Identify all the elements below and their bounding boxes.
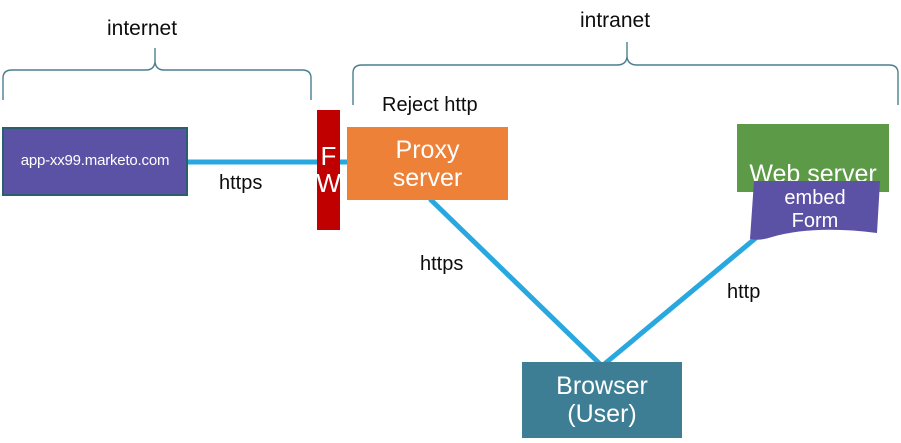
connector-webserver-browser bbox=[600, 235, 759, 368]
node-browser-line1: Browser bbox=[556, 372, 648, 400]
brace-internet bbox=[2, 61, 312, 100]
zone-label-internet: internet bbox=[107, 17, 178, 40]
zone-label-intranet: intranet bbox=[580, 9, 651, 32]
node-browser-line2: (User) bbox=[567, 400, 637, 428]
node-proxy-server[interactable]: Proxy server bbox=[347, 127, 508, 200]
node-embed-form-line1: embed bbox=[784, 187, 846, 209]
node-browser[interactable]: Browser (User) bbox=[522, 362, 682, 438]
node-embed-form[interactable]: embed Form bbox=[750, 181, 880, 240]
node-proxy-line1: Proxy bbox=[395, 135, 460, 164]
node-proxy-line2: server bbox=[392, 163, 463, 192]
node-marketo-server[interactable]: app-xx99.marketo.com bbox=[2, 127, 188, 196]
wave-shape bbox=[750, 181, 880, 240]
connector-proxy-browser bbox=[428, 197, 604, 368]
edge-label-reject-http: Reject http bbox=[382, 94, 478, 116]
node-firewall-line1: F bbox=[320, 141, 337, 172]
node-marketo-label: app-xx99.marketo.com bbox=[20, 152, 170, 170]
node-embed-form-line2: Form bbox=[791, 210, 839, 232]
edge-label-https-proxy-browser: https bbox=[420, 253, 464, 275]
edge-label-https-marketo-proxy: https bbox=[219, 172, 263, 194]
node-firewall[interactable]: F W bbox=[316, 110, 341, 230]
node-firewall-line2: W bbox=[316, 168, 341, 198]
edge-label-http-webserver-browser: http bbox=[727, 281, 761, 303]
